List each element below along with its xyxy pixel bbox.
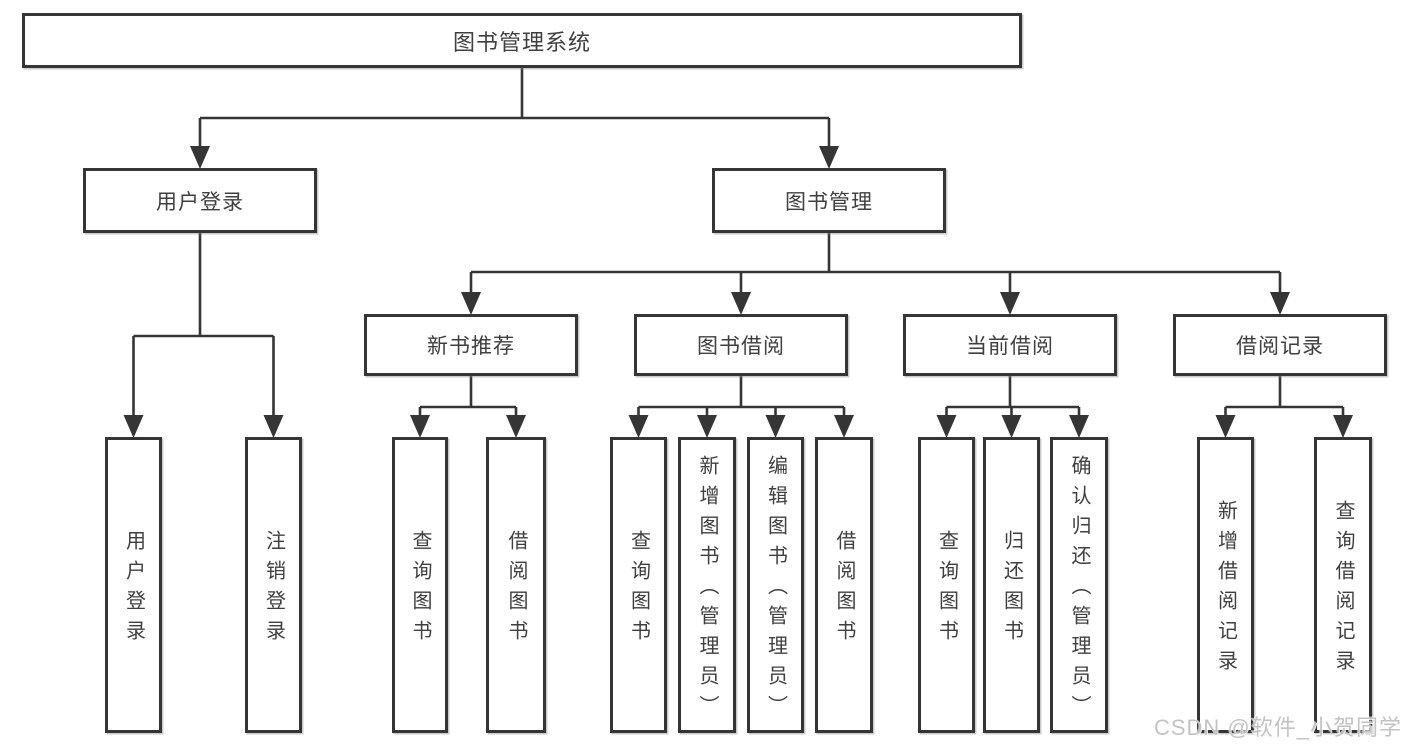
arrowhead-logout-leaf	[263, 415, 284, 438]
connector-borrow-records-children	[1215, 376, 1353, 438]
connector-book-mgmt-to-level3	[461, 233, 1290, 315]
node-leaf-query-books: 查询图书	[610, 437, 667, 733]
node-label: 借阅图书	[505, 530, 527, 650]
node-book-management: 图书管理	[712, 168, 946, 233]
connector-user-login-children	[123, 233, 284, 438]
node-label: 当前借阅	[966, 335, 1054, 358]
arrowhead-leaf	[506, 415, 526, 438]
arrowhead-login-leaf	[123, 415, 144, 438]
node-label: 图书管理	[785, 190, 873, 214]
node-leaf-add-books-admin: 新增图书（管理员）	[678, 437, 736, 733]
node-label: 查询图书	[409, 530, 431, 650]
arrowhead-leaf	[765, 415, 786, 438]
arrowhead-leaf	[834, 415, 854, 438]
arrowhead-new-books	[461, 292, 481, 315]
arrowhead-leaf	[628, 415, 649, 438]
arrowhead-leaf	[1069, 415, 1089, 438]
node-label: 图书管理系统	[452, 29, 591, 55]
arrowhead-current-borrow	[1000, 292, 1020, 315]
node-leaf-query-borrow-record: 查询借阅记录	[1314, 437, 1372, 733]
connector-new-books-children	[410, 376, 526, 438]
node-label: 新增借阅记录	[1214, 500, 1237, 680]
node-label: 用户登录	[156, 190, 244, 214]
node-label: 查询借阅记录	[1332, 500, 1354, 680]
node-label: 注销登录	[262, 530, 285, 650]
node-label: 查询图书	[627, 530, 650, 650]
arrowhead-book-mgmt	[819, 146, 839, 169]
node-label: 借阅图书	[833, 530, 855, 650]
node-leaf-borrow-books: 借阅图书	[815, 437, 873, 733]
arrowhead-book-borrow	[731, 292, 751, 315]
node-leaf-borrow-books: 借阅图书	[486, 437, 546, 733]
node-label: 查询图书	[935, 530, 958, 650]
connector-current-borrow-children	[936, 376, 1089, 438]
node-leaf-confirm-return-admin: 确认归还（管理员）	[1050, 437, 1108, 733]
arrowhead-leaf	[936, 415, 957, 438]
arrowhead-leaf	[1001, 415, 1022, 438]
arrowhead-leaf	[697, 415, 717, 438]
node-label: 归还图书	[1000, 530, 1023, 650]
node-leaf-query-books: 查询图书	[918, 437, 975, 733]
arrowhead-borrow-records	[1270, 292, 1290, 315]
node-user-login: 用户登录	[83, 168, 317, 233]
node-current-borrowing: 当前借阅	[903, 314, 1117, 376]
node-borrowing-records: 借阅记录	[1173, 314, 1387, 376]
node-label: 编辑图书（管理员）	[764, 455, 787, 725]
node-book-borrowing: 图书借阅	[634, 314, 848, 376]
connector-root-to-level2	[190, 68, 839, 169]
arrowhead-leaf	[1215, 415, 1236, 438]
node-leaf-edit-books-admin: 编辑图书（管理员）	[747, 437, 804, 733]
node-leaf-return-books: 归还图书	[983, 437, 1040, 733]
node-label: 用户登录	[122, 530, 145, 650]
connector-book-borrow-children	[628, 376, 854, 438]
node-label: 新增图书（管理员）	[696, 455, 718, 725]
arrowhead-user-login	[190, 146, 210, 169]
node-leaf-user-login: 用户登录	[105, 437, 162, 733]
node-label: 借阅记录	[1236, 335, 1324, 358]
node-label: 新书推荐	[427, 335, 515, 358]
node-leaf-query-books: 查询图书	[392, 437, 448, 733]
node-new-book-recommendation: 新书推荐	[364, 314, 578, 376]
arrowhead-leaf	[410, 415, 430, 438]
node-library-management-system: 图书管理系统	[22, 13, 1022, 68]
arrowhead-leaf	[1333, 415, 1353, 438]
node-label: 图书借阅	[697, 335, 785, 358]
node-leaf-add-borrow-record: 新增借阅记录	[1197, 437, 1254, 733]
node-leaf-logout: 注销登录	[245, 437, 302, 733]
node-label: 确认归还（管理员）	[1068, 455, 1090, 725]
